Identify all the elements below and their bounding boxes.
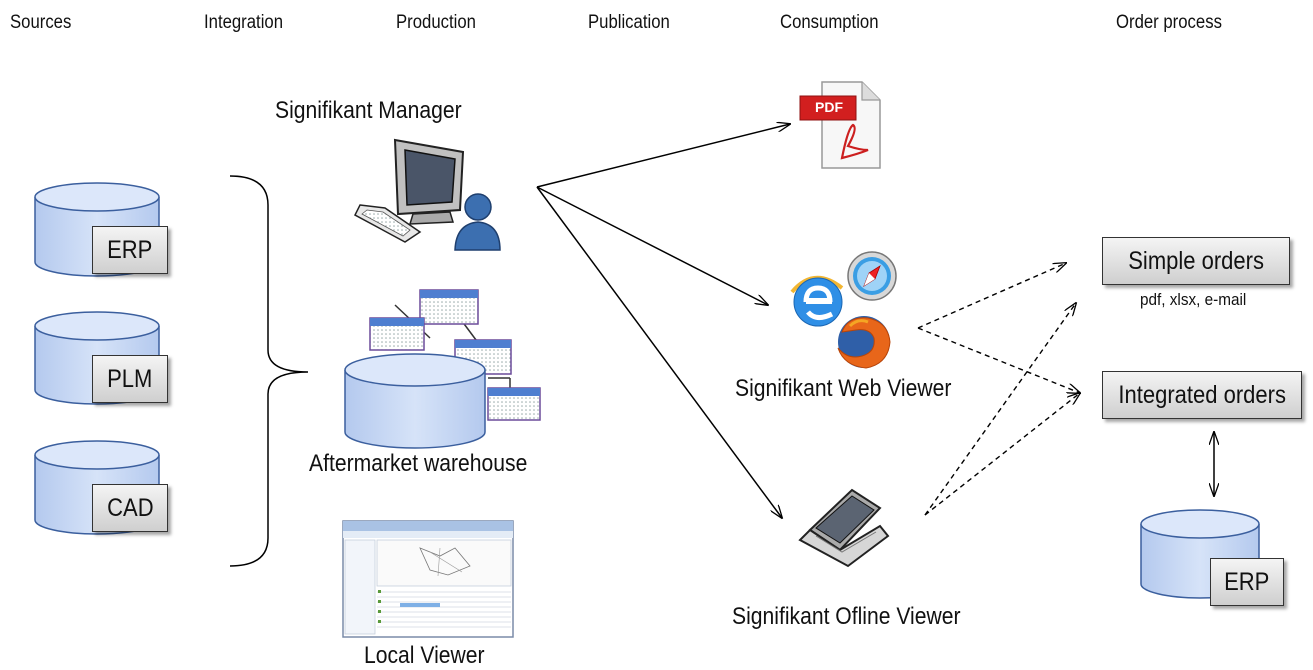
warehouse-cylinder: [344, 353, 486, 449]
pdf-icon-text: PDF: [815, 99, 843, 115]
order-erp-box: ERP: [1210, 558, 1284, 606]
dashed-arrow-offline-to-simple: [924, 303, 1076, 516]
header-order-process: Order process: [1116, 12, 1222, 33]
integrated-orders-label: Integrated orders: [1118, 380, 1286, 409]
arrow-to-pdf: [536, 124, 790, 188]
header-consumption: Consumption: [780, 12, 879, 33]
safari-icon: [847, 251, 897, 301]
header-integration: Integration: [204, 12, 284, 33]
source-erp-box: ERP: [92, 226, 168, 274]
source-plm-label: PLM: [107, 364, 153, 393]
source-erp-label: ERP: [107, 235, 153, 264]
internet-explorer-icon: [790, 276, 844, 327]
simple-orders-box: Simple orders: [1102, 237, 1290, 285]
computer-user-icon: [354, 138, 501, 251]
local-viewer-label: Local Viewer: [364, 642, 485, 669]
dashed-arrow-web-to-simple: [917, 263, 1066, 329]
integrated-orders-box: Integrated orders: [1102, 371, 1302, 419]
order-erp-label: ERP: [1224, 567, 1270, 596]
arrow-to-web-viewer: [536, 186, 768, 305]
header-production: Production: [396, 12, 476, 33]
web-viewer-label: Signifikant Web Viewer: [735, 375, 952, 402]
aftermarket-warehouse-label: Aftermarket warehouse: [309, 450, 528, 477]
header-sources: Sources: [10, 12, 72, 33]
pdf-icon: [799, 81, 881, 169]
simple-orders-formats: pdf, xlsx, e-mail: [1140, 290, 1247, 309]
header-publication: Publication: [588, 12, 670, 33]
firefox-icon: [837, 316, 891, 369]
source-cad-box: CAD: [92, 484, 168, 532]
integration-brace: [229, 175, 309, 567]
offline-viewer-label: Signifikant Ofline Viewer: [732, 603, 961, 630]
simple-orders-label: Simple orders: [1128, 246, 1264, 275]
local-viewer-screenshot: [342, 520, 514, 638]
laptop-icon: [798, 488, 890, 568]
source-cad-label: CAD: [106, 493, 154, 522]
arrow-to-offline-viewer: [536, 186, 782, 518]
signifikant-manager-label: Signifikant Manager: [275, 97, 462, 124]
source-plm-box: PLM: [92, 355, 168, 403]
dashed-arrow-offline-to-integrated: [924, 393, 1080, 516]
dashed-arrow-web-to-integrated: [917, 327, 1080, 393]
